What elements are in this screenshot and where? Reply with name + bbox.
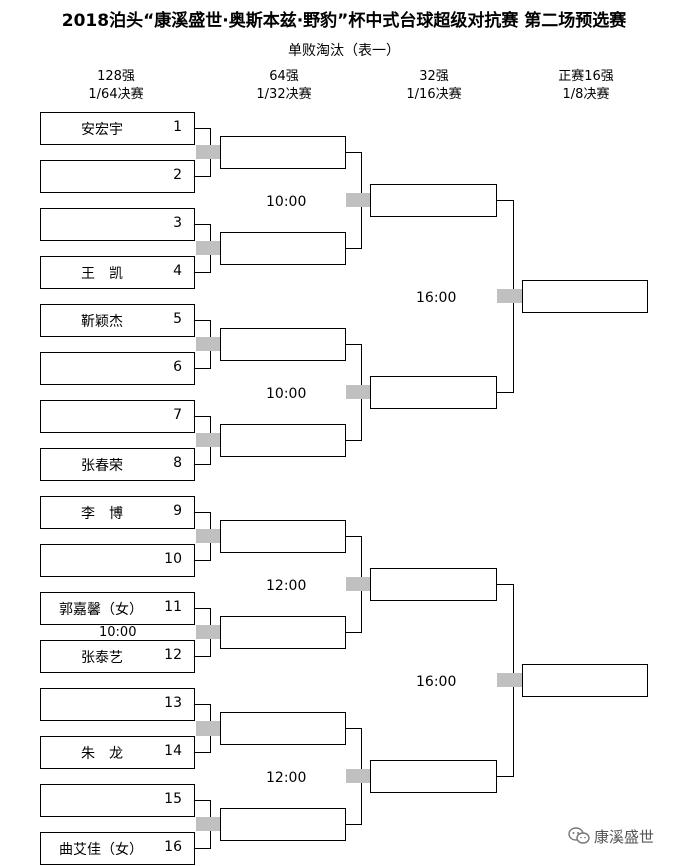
player-slot-1: 安宏宇 1 [40,112,195,145]
seed-number: 12 [164,647,182,663]
advance-marker [497,289,522,303]
player-name: 靳颖杰 [81,314,123,330]
player-slot-3: 3 [40,208,195,241]
player-name: 张泰艺 [81,650,123,666]
seed-number: 11 [164,599,182,615]
player-slot-15: 15 [40,784,195,817]
seed-number: 10 [164,551,182,567]
column-header-r32: 32强 1/16决赛 [406,69,462,102]
player-slot-2: 2 [40,160,195,193]
player-slot-4: 王 凯 4 [40,256,195,289]
match-time: 12:00 [266,578,307,594]
seed-number: 16 [164,839,182,855]
match-time: 10:00 [99,625,137,640]
player-slot-10: 10 [40,544,195,577]
r32-slot [370,376,497,409]
player-slot-6: 6 [40,352,195,385]
r32-slot [370,760,497,793]
column-header-r64: 64强 1/32决赛 [256,69,312,102]
column-header-r16: 正赛16强 1/8决赛 [558,69,614,102]
seed-number: 2 [173,167,182,183]
seed-number: 8 [173,455,182,471]
advance-marker [196,145,220,159]
advance-marker [196,625,220,639]
seed-number: 13 [164,695,182,711]
column-header-r128: 128强 1/64决赛 [88,69,144,102]
match-time: 12:00 [266,770,307,786]
match-time: 10:00 [266,194,307,210]
r64-slot [220,328,346,361]
player-name: 郭嘉馨（女） [59,602,143,618]
player-name: 张春荣 [81,458,123,474]
seed-number: 6 [173,359,182,375]
advance-marker [196,241,220,255]
r64-slot [220,616,346,649]
seed-number: 1 [173,119,182,135]
player-name: 王 凯 [81,266,123,282]
advance-marker [346,577,370,591]
seed-number: 7 [173,407,182,423]
player-slot-7: 7 [40,400,195,433]
advance-marker [346,769,370,783]
r16-slot [522,664,648,697]
r64-slot [220,232,346,265]
seed-number: 15 [164,791,182,807]
match-time: 16:00 [416,674,457,690]
player-slot-14: 朱 龙 14 [40,736,195,769]
seed-number: 14 [164,743,182,759]
match-time: 16:00 [416,290,457,306]
seed-number: 5 [173,311,182,327]
advance-marker [196,337,220,351]
advance-marker [196,529,220,543]
player-slot-11: 郭嘉馨（女） 11 [40,592,195,625]
seed-number: 9 [173,503,182,519]
seed-number: 4 [173,263,182,279]
r64-slot [220,712,346,745]
player-slot-5: 靳颖杰 5 [40,304,195,337]
player-name: 曲艾佳（女） [59,842,143,858]
watermark-text: 康溪盛世 [594,828,655,846]
match-time: 10:00 [266,386,307,402]
player-name: 朱 龙 [81,746,123,762]
player-slot-9: 李 博 9 [40,496,195,529]
r64-slot [220,424,346,457]
seed-number: 3 [173,215,182,231]
advance-marker [196,433,220,447]
advance-marker [196,721,220,736]
player-name: 李 博 [81,506,123,522]
advance-marker [346,385,370,399]
advance-marker [497,673,522,687]
advance-marker [346,193,370,207]
page-title: 2018泊头“康溪盛世·奥斯本兹·野豹”杯中式台球超级对抗赛 第二场预选赛 [61,11,627,31]
player-slot-8: 张春荣 8 [40,448,195,481]
r64-slot [220,136,346,169]
r32-slot [370,184,497,217]
r16-slot [522,280,648,313]
player-slot-16: 曲艾佳（女） 16 [40,832,195,865]
player-name: 安宏宇 [81,122,123,138]
wechat-icon [568,826,590,849]
page-subtitle: 单败淘汰（表一） [288,43,400,59]
r64-slot [220,520,346,553]
advance-marker [196,817,220,831]
player-slot-13: 13 [40,688,195,721]
r32-slot [370,568,497,601]
r64-slot [220,808,346,841]
player-slot-12: 张泰艺 12 [40,640,195,673]
watermark: 康溪盛世 [568,826,654,849]
